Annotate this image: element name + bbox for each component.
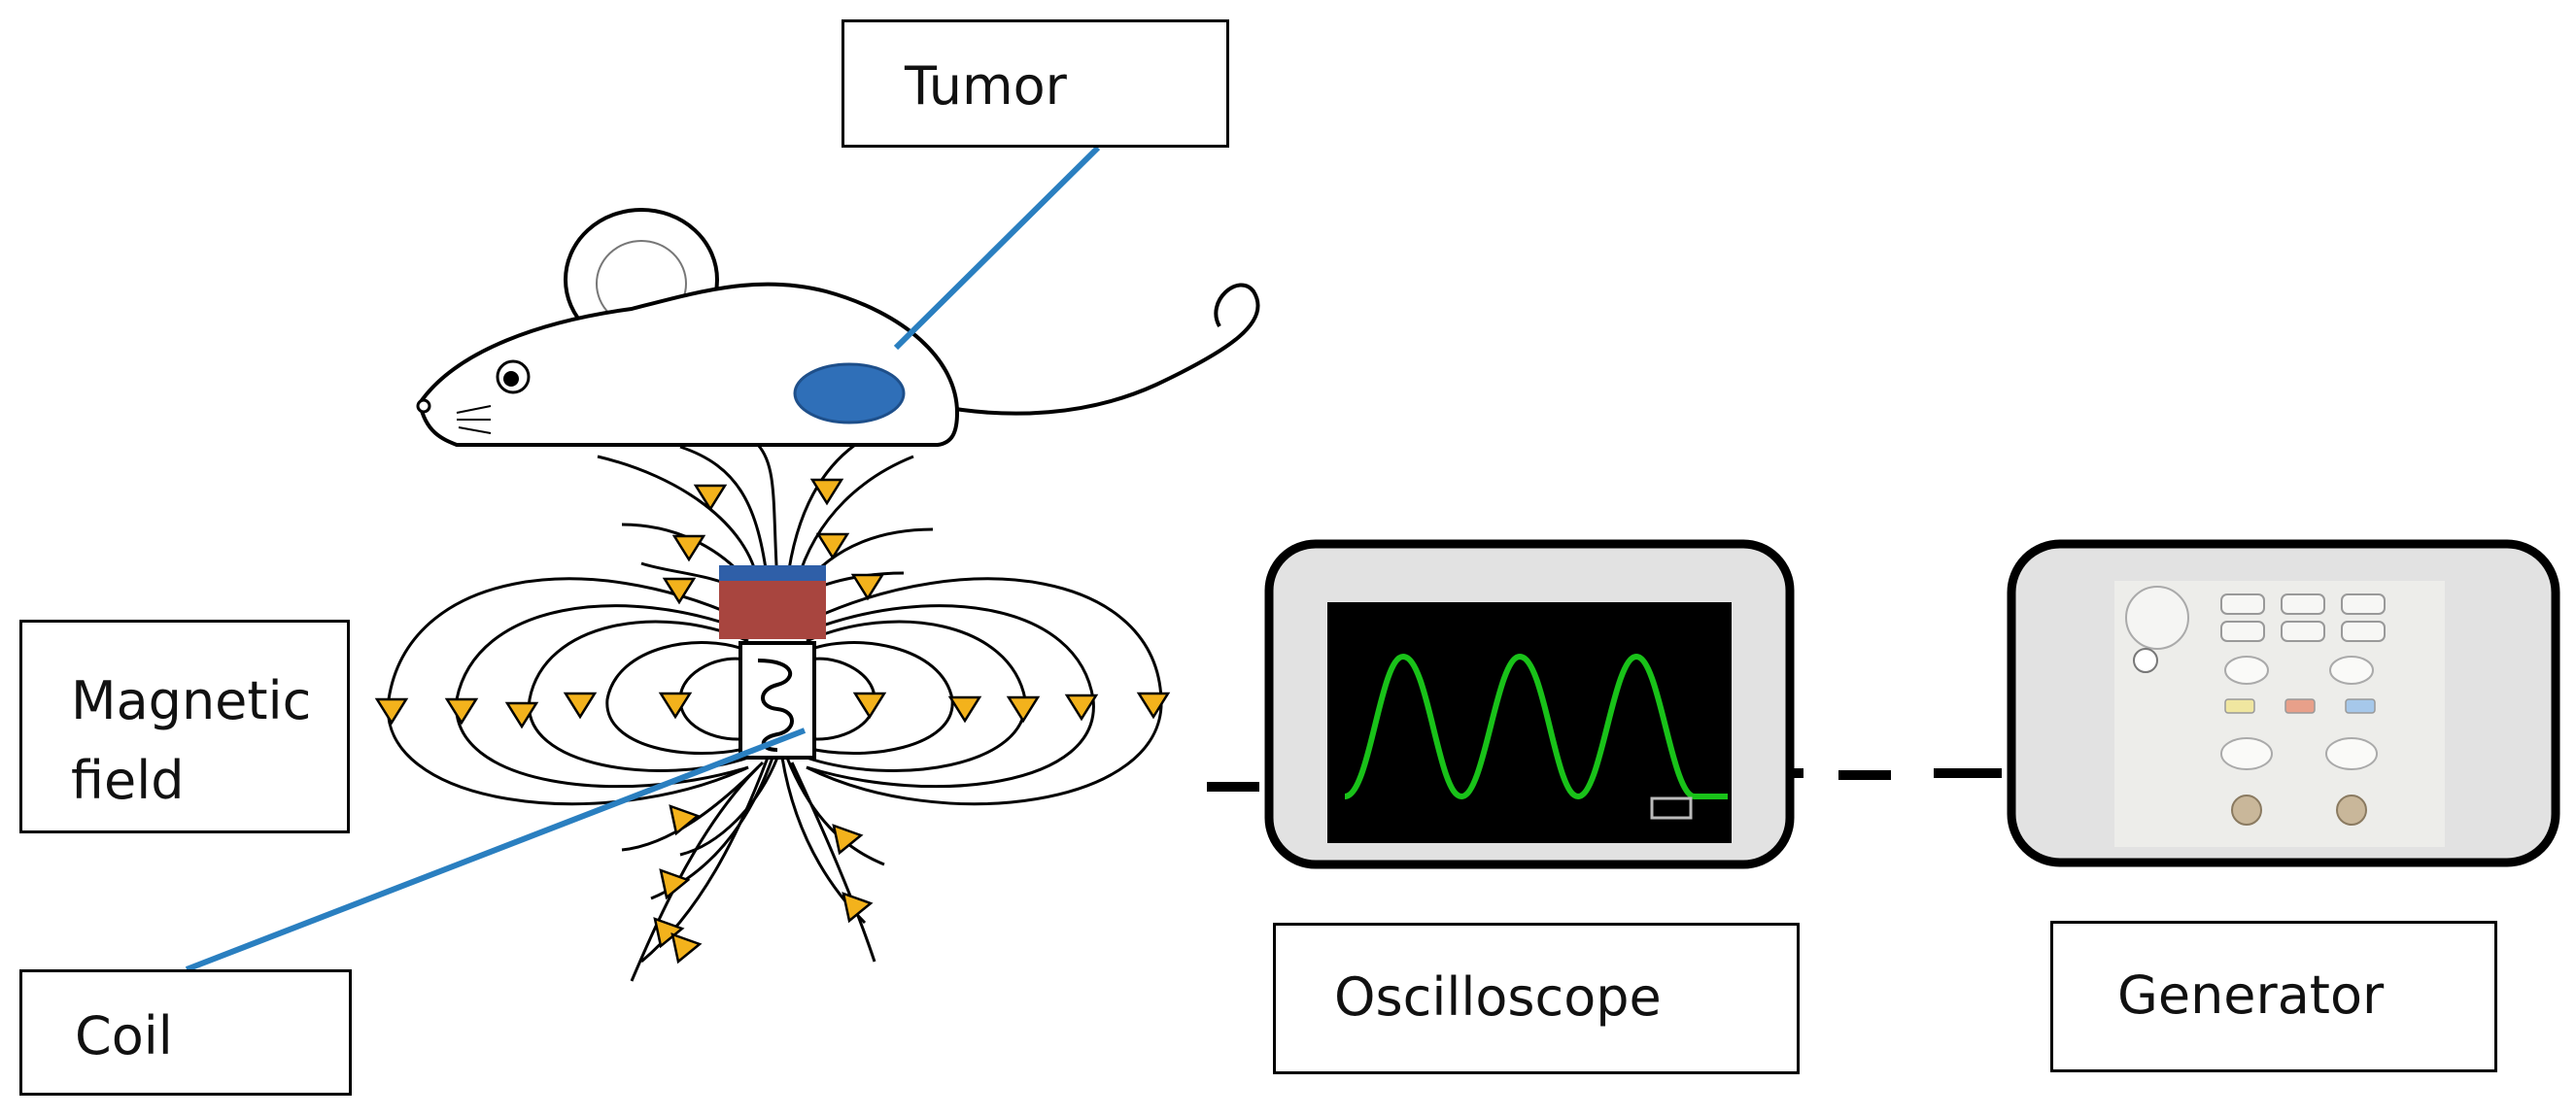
mouse-whiskers bbox=[456, 405, 492, 434]
mouse-nose bbox=[416, 398, 431, 414]
generator-small-button bbox=[2133, 648, 2158, 673]
generator-connector-left bbox=[2231, 795, 2262, 826]
generator-lower-knob-right bbox=[2325, 737, 2378, 770]
oscilloscope-indicator bbox=[1650, 796, 1693, 820]
mouse-pupil bbox=[503, 371, 519, 387]
tumor-mark bbox=[793, 362, 906, 424]
magnet-top bbox=[719, 565, 826, 583]
coil-label: Coil bbox=[75, 1005, 173, 1066]
oscilloscope-label: Oscilloscope bbox=[1334, 966, 1662, 1028]
generator-label: Generator bbox=[2117, 965, 2385, 1026]
generator-knob-right bbox=[2329, 656, 2374, 685]
magnetic-field-label: Magnetic field bbox=[71, 670, 312, 811]
coil-leader-line bbox=[185, 728, 807, 972]
generator-icon bbox=[2007, 539, 2560, 867]
tumor-leader-line bbox=[893, 145, 1101, 351]
mouse-body bbox=[417, 282, 960, 447]
mouse-tail bbox=[937, 283, 1260, 416]
generator-label-box: Generator bbox=[2050, 921, 2497, 1072]
magnetic-field-lines bbox=[386, 443, 1163, 982]
generator-knob-left bbox=[2224, 656, 2269, 685]
generator-main-knob bbox=[2125, 586, 2189, 650]
generator-yellow-button bbox=[2224, 698, 2255, 714]
mouse-icon bbox=[416, 208, 1260, 447]
connection-cable bbox=[1207, 768, 2002, 792]
tumor-label: Tumor bbox=[905, 55, 1067, 117]
coil-label-box: Coil bbox=[19, 969, 352, 1096]
oscilloscope-icon bbox=[1264, 539, 1795, 869]
magnet-block bbox=[719, 581, 826, 639]
generator-lower-knob-left bbox=[2220, 737, 2273, 770]
field-arrows bbox=[374, 478, 1171, 965]
generator-blue-button bbox=[2345, 698, 2376, 714]
oscilloscope-screen bbox=[1327, 602, 1732, 843]
oscilloscope-waveform bbox=[1343, 653, 1728, 800]
oscilloscope-label-box: Oscilloscope bbox=[1273, 923, 1800, 1074]
generator-red-button bbox=[2284, 698, 2316, 714]
tumor-label-box: Tumor bbox=[841, 19, 1229, 148]
generator-top-buttons bbox=[2220, 593, 2386, 642]
generator-connector-right bbox=[2336, 795, 2367, 826]
coil-icon bbox=[738, 641, 816, 760]
magnetic-field-label-box: Magnetic field bbox=[19, 620, 350, 833]
